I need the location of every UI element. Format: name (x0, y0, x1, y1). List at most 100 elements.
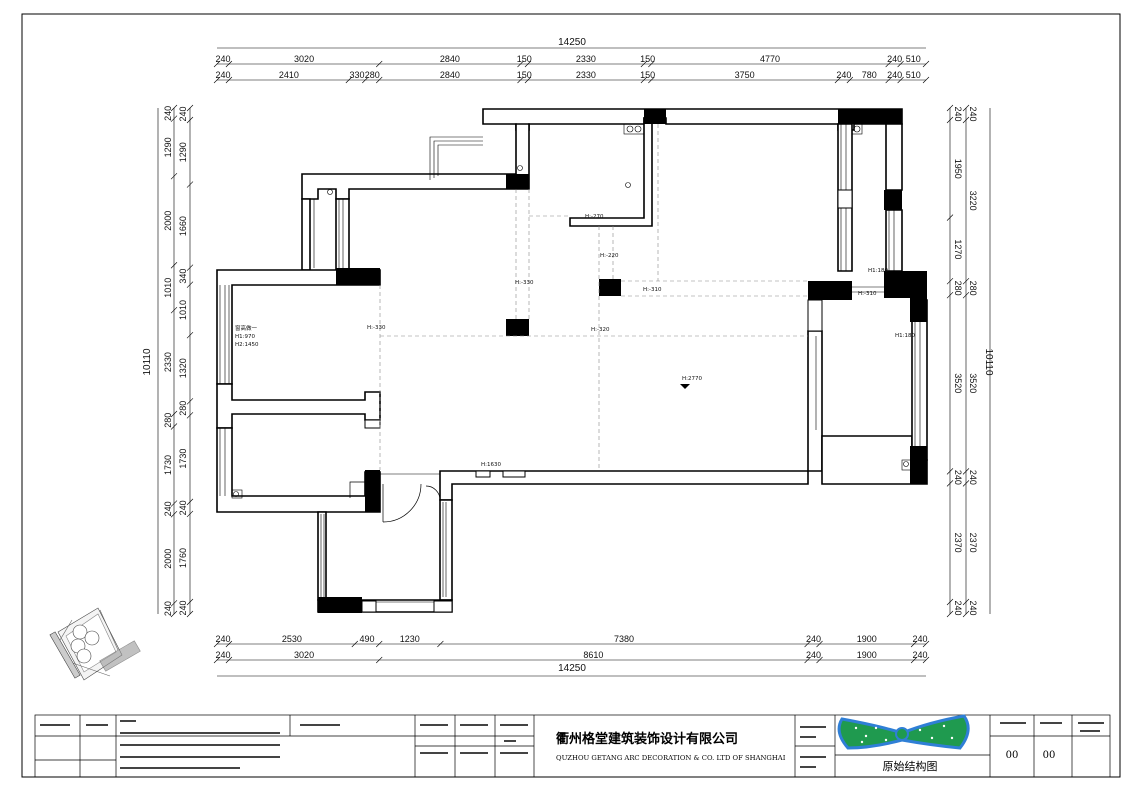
small-openings (361, 189, 853, 613)
top-row2-dimension: 240 (836, 70, 851, 80)
door-swing (349, 481, 441, 523)
left-outer-dimension: 1290 (163, 137, 173, 157)
bottom-row1-dimension: 1900 (857, 634, 877, 644)
window-label: 窗高做一 (235, 324, 258, 332)
bottom-row1-dimension: 7380 (614, 634, 634, 644)
top-row1-dimension: 240 (215, 54, 230, 64)
top-row1-dimension: 150 (517, 54, 532, 64)
left-inner-dimension: 240 (178, 500, 188, 515)
top-row1-dimension: 510 (906, 54, 921, 64)
bottom-row2-dimension: 240 (913, 650, 928, 660)
right-outer-dimension: 2370 (953, 533, 963, 553)
sheet-number: 00 (1006, 750, 1019, 761)
right-inner-dimension: 3520 (968, 373, 978, 393)
left-inner-dimension: 340 (178, 269, 188, 284)
top-row1-dimension: 2840 (440, 54, 460, 64)
right-inner-dimension: 240 (968, 106, 978, 121)
left-inner-dimension: 1660 (178, 216, 188, 236)
walls (216, 108, 928, 613)
right-inner-dimension: 3220 (968, 191, 978, 211)
room-labels: 窗高做一 H1:970 H2:1450 H:2770 H:-270 H:-220… (235, 214, 915, 468)
right-outer-dimension: 240 (953, 600, 963, 615)
bow-tie-logo (837, 714, 970, 750)
top-row2-dimension: 780 (862, 70, 877, 80)
bottom-row1-dimension: 490 (359, 634, 374, 644)
bottom-row1-dimension: 2530 (282, 634, 302, 644)
top-row2-dimension: 510 (906, 70, 921, 80)
top-row2-dimension: 280 (365, 70, 380, 80)
right-total-dimension: 10110 (983, 348, 994, 376)
beam-label-4: H:-310 (643, 287, 662, 293)
left-outer-dimension: 240 (163, 501, 173, 516)
top-row1-dimension: 150 (640, 54, 655, 64)
top-row1-dimension: 4770 (760, 54, 780, 64)
right-outer-dimension: 280 (953, 281, 963, 296)
left-outer-dimension: 1010 (163, 278, 173, 298)
beam-label-2: H:-220 (600, 253, 619, 259)
right-inner-dimension: 240 (968, 470, 978, 485)
structural-columns (318, 109, 927, 613)
left-outer-dimension: 240 (163, 106, 173, 121)
bottom-row2-dimension: 8610 (583, 650, 603, 660)
bottom-row1-dimension: 240 (215, 634, 230, 644)
beam-label-5: H:-330 (367, 325, 386, 331)
left-inner-dimension: 240 (178, 106, 188, 121)
top-row1-dimension: 2330 (576, 54, 596, 64)
beam-label-10: H1:180 (895, 333, 915, 339)
left-outer-dimension: 2000 (163, 211, 173, 231)
left-outer-dimension: 2000 (163, 549, 173, 569)
company-name-cn: 衢州格堂建筑装饰设计有限公司 (556, 731, 738, 747)
right-inner-dimension: 2370 (968, 533, 978, 553)
bottom-row2-dimension: 3020 (294, 650, 314, 660)
windows (219, 124, 921, 603)
top-row2-dimension: 2410 (279, 70, 299, 80)
top-row2-dimension: 2330 (576, 70, 596, 80)
top-row2-dimension: 240 (887, 70, 902, 80)
beam-label-7: H:1630 (481, 462, 501, 468)
left-inner-dimension: 280 (178, 401, 188, 416)
right-outer-dimension: 1950 (953, 159, 963, 179)
left-inner-dimension: 240 (178, 600, 188, 615)
left-outer-dimension: 1730 (163, 455, 173, 475)
title-block (34, 714, 1111, 778)
left-inner-dimension: 1320 (178, 358, 188, 378)
left-total-dimension: 10110 (142, 348, 153, 376)
drawing-title: 原始结构图 (883, 759, 938, 773)
left-outer-dimension: 240 (163, 601, 173, 616)
beam-label-1: H:-270 (585, 214, 604, 220)
right-outer-dimension: 240 (953, 470, 963, 485)
top-total-dimension: 14250 (558, 37, 586, 48)
beam-lines (379, 124, 808, 471)
level-marker-icon (680, 384, 690, 389)
right-dimensions (946, 104, 991, 618)
right-inner-dimension: 240 (968, 600, 978, 615)
top-row2-dimension: 240 (215, 70, 230, 80)
beam-label-3: H:-330 (515, 280, 534, 286)
title-block-small-text (40, 720, 1104, 769)
bottom-row2-dimension: 240 (806, 650, 821, 660)
left-outer-dimension: 280 (163, 413, 173, 428)
top-row2-dimension: 330 (350, 70, 365, 80)
left-inner-dimension: 1760 (178, 548, 188, 568)
window-h2-label: H2:1450 (235, 342, 259, 348)
left-inner-dimension: 1290 (178, 142, 188, 162)
revision-number: 00 (1043, 750, 1056, 761)
top-row1-dimension: 3020 (294, 54, 314, 64)
bottom-dimensions (213, 640, 930, 677)
floor-height-label: H:2770 (682, 376, 702, 382)
right-inner-dimension: 280 (968, 281, 978, 296)
left-dimensions (157, 104, 194, 618)
bottom-total-dimension: 14250 (558, 663, 586, 674)
bottom-row2-dimension: 240 (215, 650, 230, 660)
beam-label-6: H:-320 (591, 327, 610, 333)
bottom-row1-dimension: 240 (913, 634, 928, 644)
beam-label-9: H:-310 (858, 291, 877, 297)
